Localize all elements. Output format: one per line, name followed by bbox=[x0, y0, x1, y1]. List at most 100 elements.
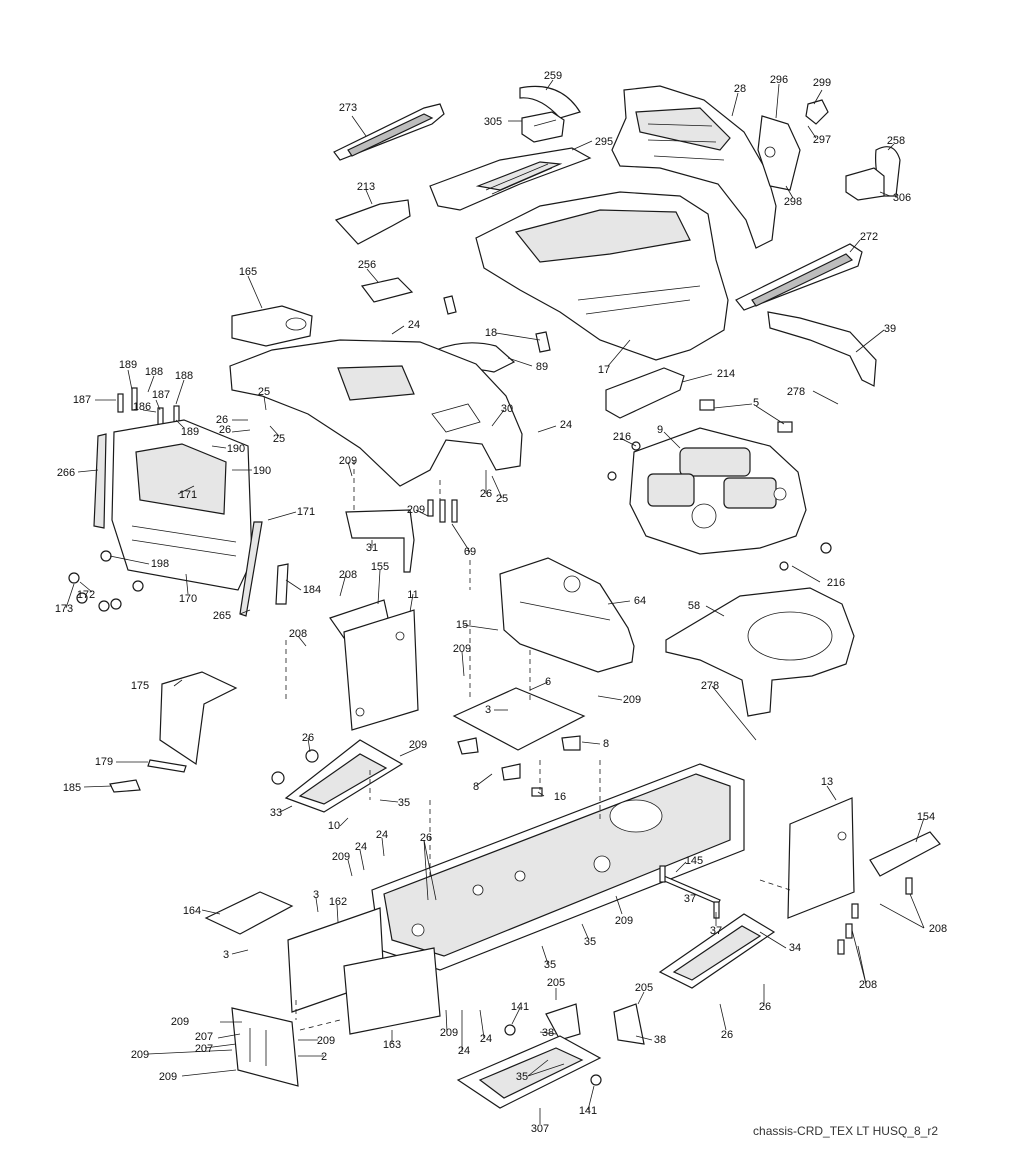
part-272-rail bbox=[735, 243, 863, 311]
callout-24: 24 bbox=[376, 829, 388, 841]
callout-205: 205 bbox=[547, 977, 565, 989]
callout-35: 35 bbox=[584, 936, 596, 948]
callout-24: 24 bbox=[480, 1033, 492, 1045]
callout-208: 208 bbox=[929, 923, 947, 935]
part-58-frame bbox=[665, 587, 855, 717]
part-39-bracket bbox=[767, 311, 877, 387]
callout-209: 209 bbox=[615, 915, 633, 927]
callout-3: 3 bbox=[485, 704, 491, 716]
callout-25: 25 bbox=[258, 386, 270, 398]
leader-lines bbox=[65, 79, 925, 1124]
part-6-plate bbox=[452, 687, 586, 751]
callout-189: 189 bbox=[181, 426, 199, 438]
part-30-fender bbox=[229, 339, 523, 487]
part-chassis-frame bbox=[371, 763, 745, 971]
callout-198: 198 bbox=[151, 558, 169, 570]
part-17-hood bbox=[475, 191, 729, 361]
callout-35: 35 bbox=[544, 959, 556, 971]
callout-278: 278 bbox=[701, 680, 719, 692]
part-216-bolts bbox=[607, 441, 832, 571]
callout-207: 207 bbox=[195, 1043, 213, 1055]
part-37-bolts bbox=[659, 865, 720, 919]
callout-164: 164 bbox=[183, 905, 201, 917]
part-33-footrest bbox=[284, 739, 404, 813]
callout-24: 24 bbox=[408, 319, 420, 331]
callout-154: 154 bbox=[917, 811, 935, 823]
part-2-panel bbox=[231, 1007, 299, 1087]
callout-209: 209 bbox=[407, 504, 425, 516]
callout-37: 37 bbox=[684, 893, 696, 905]
callout-8: 8 bbox=[473, 781, 479, 793]
part-5-fasteners bbox=[699, 399, 793, 433]
callout-209: 209 bbox=[453, 643, 471, 655]
part-graphics bbox=[68, 85, 941, 1109]
part-64-shroud bbox=[499, 557, 635, 673]
callout-208: 208 bbox=[859, 979, 877, 991]
part-305-block bbox=[521, 111, 565, 143]
callout-141: 141 bbox=[579, 1105, 597, 1117]
callout-30: 30 bbox=[501, 403, 513, 415]
diagram-caption: chassis-CRD_TEX LT HUSQ_8_r2 bbox=[753, 1124, 938, 1138]
callout-13: 13 bbox=[821, 776, 833, 788]
part-38-brackets bbox=[545, 1003, 645, 1045]
part-69-bolts bbox=[427, 499, 458, 523]
part-26-nut bbox=[271, 749, 319, 785]
callout-272: 272 bbox=[860, 231, 878, 243]
part-187-189-hardware bbox=[117, 387, 180, 431]
callout-259: 259 bbox=[544, 70, 562, 82]
part-13-right-panel bbox=[787, 797, 855, 919]
part-296-bezel bbox=[757, 115, 801, 191]
callout-39: 39 bbox=[884, 323, 896, 335]
callout-34: 34 bbox=[789, 942, 801, 954]
callout-25: 25 bbox=[496, 493, 508, 505]
callout-208: 208 bbox=[339, 569, 357, 581]
callout-173: 173 bbox=[55, 603, 73, 615]
callout-265: 265 bbox=[213, 610, 231, 622]
callout-6: 6 bbox=[545, 676, 551, 688]
callout-26: 26 bbox=[721, 1029, 733, 1041]
callout-38: 38 bbox=[542, 1027, 554, 1039]
callout-89: 89 bbox=[536, 361, 548, 373]
callout-209: 209 bbox=[440, 1027, 458, 1039]
callout-37: 37 bbox=[710, 925, 722, 937]
callout-306: 306 bbox=[893, 192, 911, 204]
callout-214: 214 bbox=[717, 368, 735, 380]
callout-35: 35 bbox=[398, 797, 410, 809]
callout-209: 209 bbox=[332, 851, 350, 863]
callout-25: 25 bbox=[273, 433, 285, 445]
callout-11: 11 bbox=[407, 589, 418, 601]
callout-295: 295 bbox=[595, 136, 613, 148]
callout-145: 145 bbox=[685, 855, 703, 867]
callout-297: 297 bbox=[813, 134, 831, 146]
callout-187: 187 bbox=[152, 389, 170, 401]
callout-26: 26 bbox=[480, 488, 492, 500]
callout-163: 163 bbox=[383, 1039, 401, 1051]
part-208-bolts bbox=[837, 877, 913, 955]
callout-305: 305 bbox=[484, 116, 502, 128]
part-141-nuts bbox=[504, 1024, 602, 1086]
callout-24: 24 bbox=[458, 1045, 470, 1057]
callout-141: 141 bbox=[511, 1001, 529, 1013]
part-213-bracket bbox=[334, 199, 411, 245]
part-170-front-panel bbox=[111, 419, 253, 591]
callout-33: 33 bbox=[270, 807, 282, 819]
part-165-cupholder bbox=[231, 305, 313, 347]
callout-209: 209 bbox=[131, 1049, 149, 1061]
part-18-spacers bbox=[443, 295, 551, 353]
callout-188: 188 bbox=[145, 366, 163, 378]
callout-8: 8 bbox=[603, 738, 609, 750]
callout-213: 213 bbox=[357, 181, 375, 193]
part-175-shield bbox=[159, 671, 238, 766]
callout-209: 209 bbox=[339, 455, 357, 467]
callout-307: 307 bbox=[531, 1123, 549, 1135]
part-299-knob bbox=[805, 99, 829, 125]
callout-69: 69 bbox=[464, 546, 476, 558]
callout-209: 209 bbox=[159, 1071, 177, 1083]
callout-266: 266 bbox=[57, 467, 75, 479]
callout-3: 3 bbox=[223, 949, 229, 961]
callout-298: 298 bbox=[784, 196, 802, 208]
callout-296: 296 bbox=[770, 74, 788, 86]
part-179-link bbox=[147, 759, 187, 773]
callout-187: 187 bbox=[73, 394, 91, 406]
part-31-bracket bbox=[345, 509, 415, 573]
